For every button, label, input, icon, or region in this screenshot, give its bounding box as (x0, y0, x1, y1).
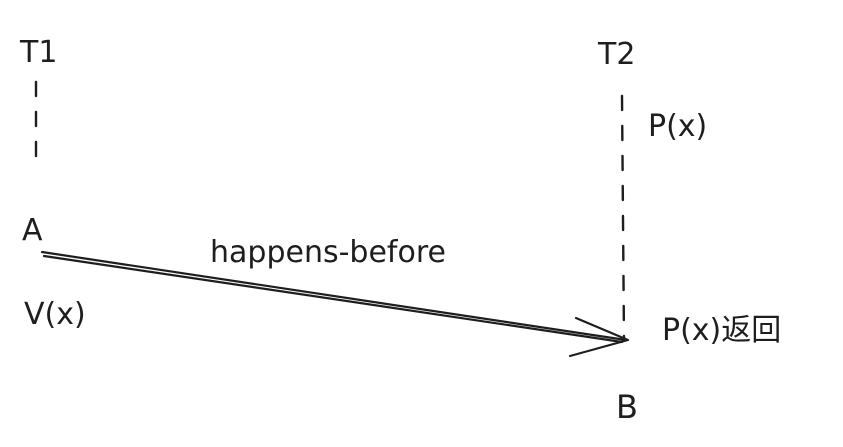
event-a-label: A (22, 213, 43, 248)
happens-before-arrow (40, 250, 630, 358)
happens-before-label: happens-before (210, 235, 446, 270)
thread-t2-timeline (620, 94, 626, 342)
arrowhead-icon (568, 316, 630, 358)
event-v-x-label: V(x) (24, 297, 86, 332)
event-p-x-label: P(x) (648, 109, 707, 144)
event-p-x-return-label: P(x)返回 (662, 313, 781, 348)
thread-t2-label: T2 (597, 37, 635, 72)
thread-t1-label: T1 (19, 35, 57, 70)
event-b-label: B (616, 388, 638, 426)
